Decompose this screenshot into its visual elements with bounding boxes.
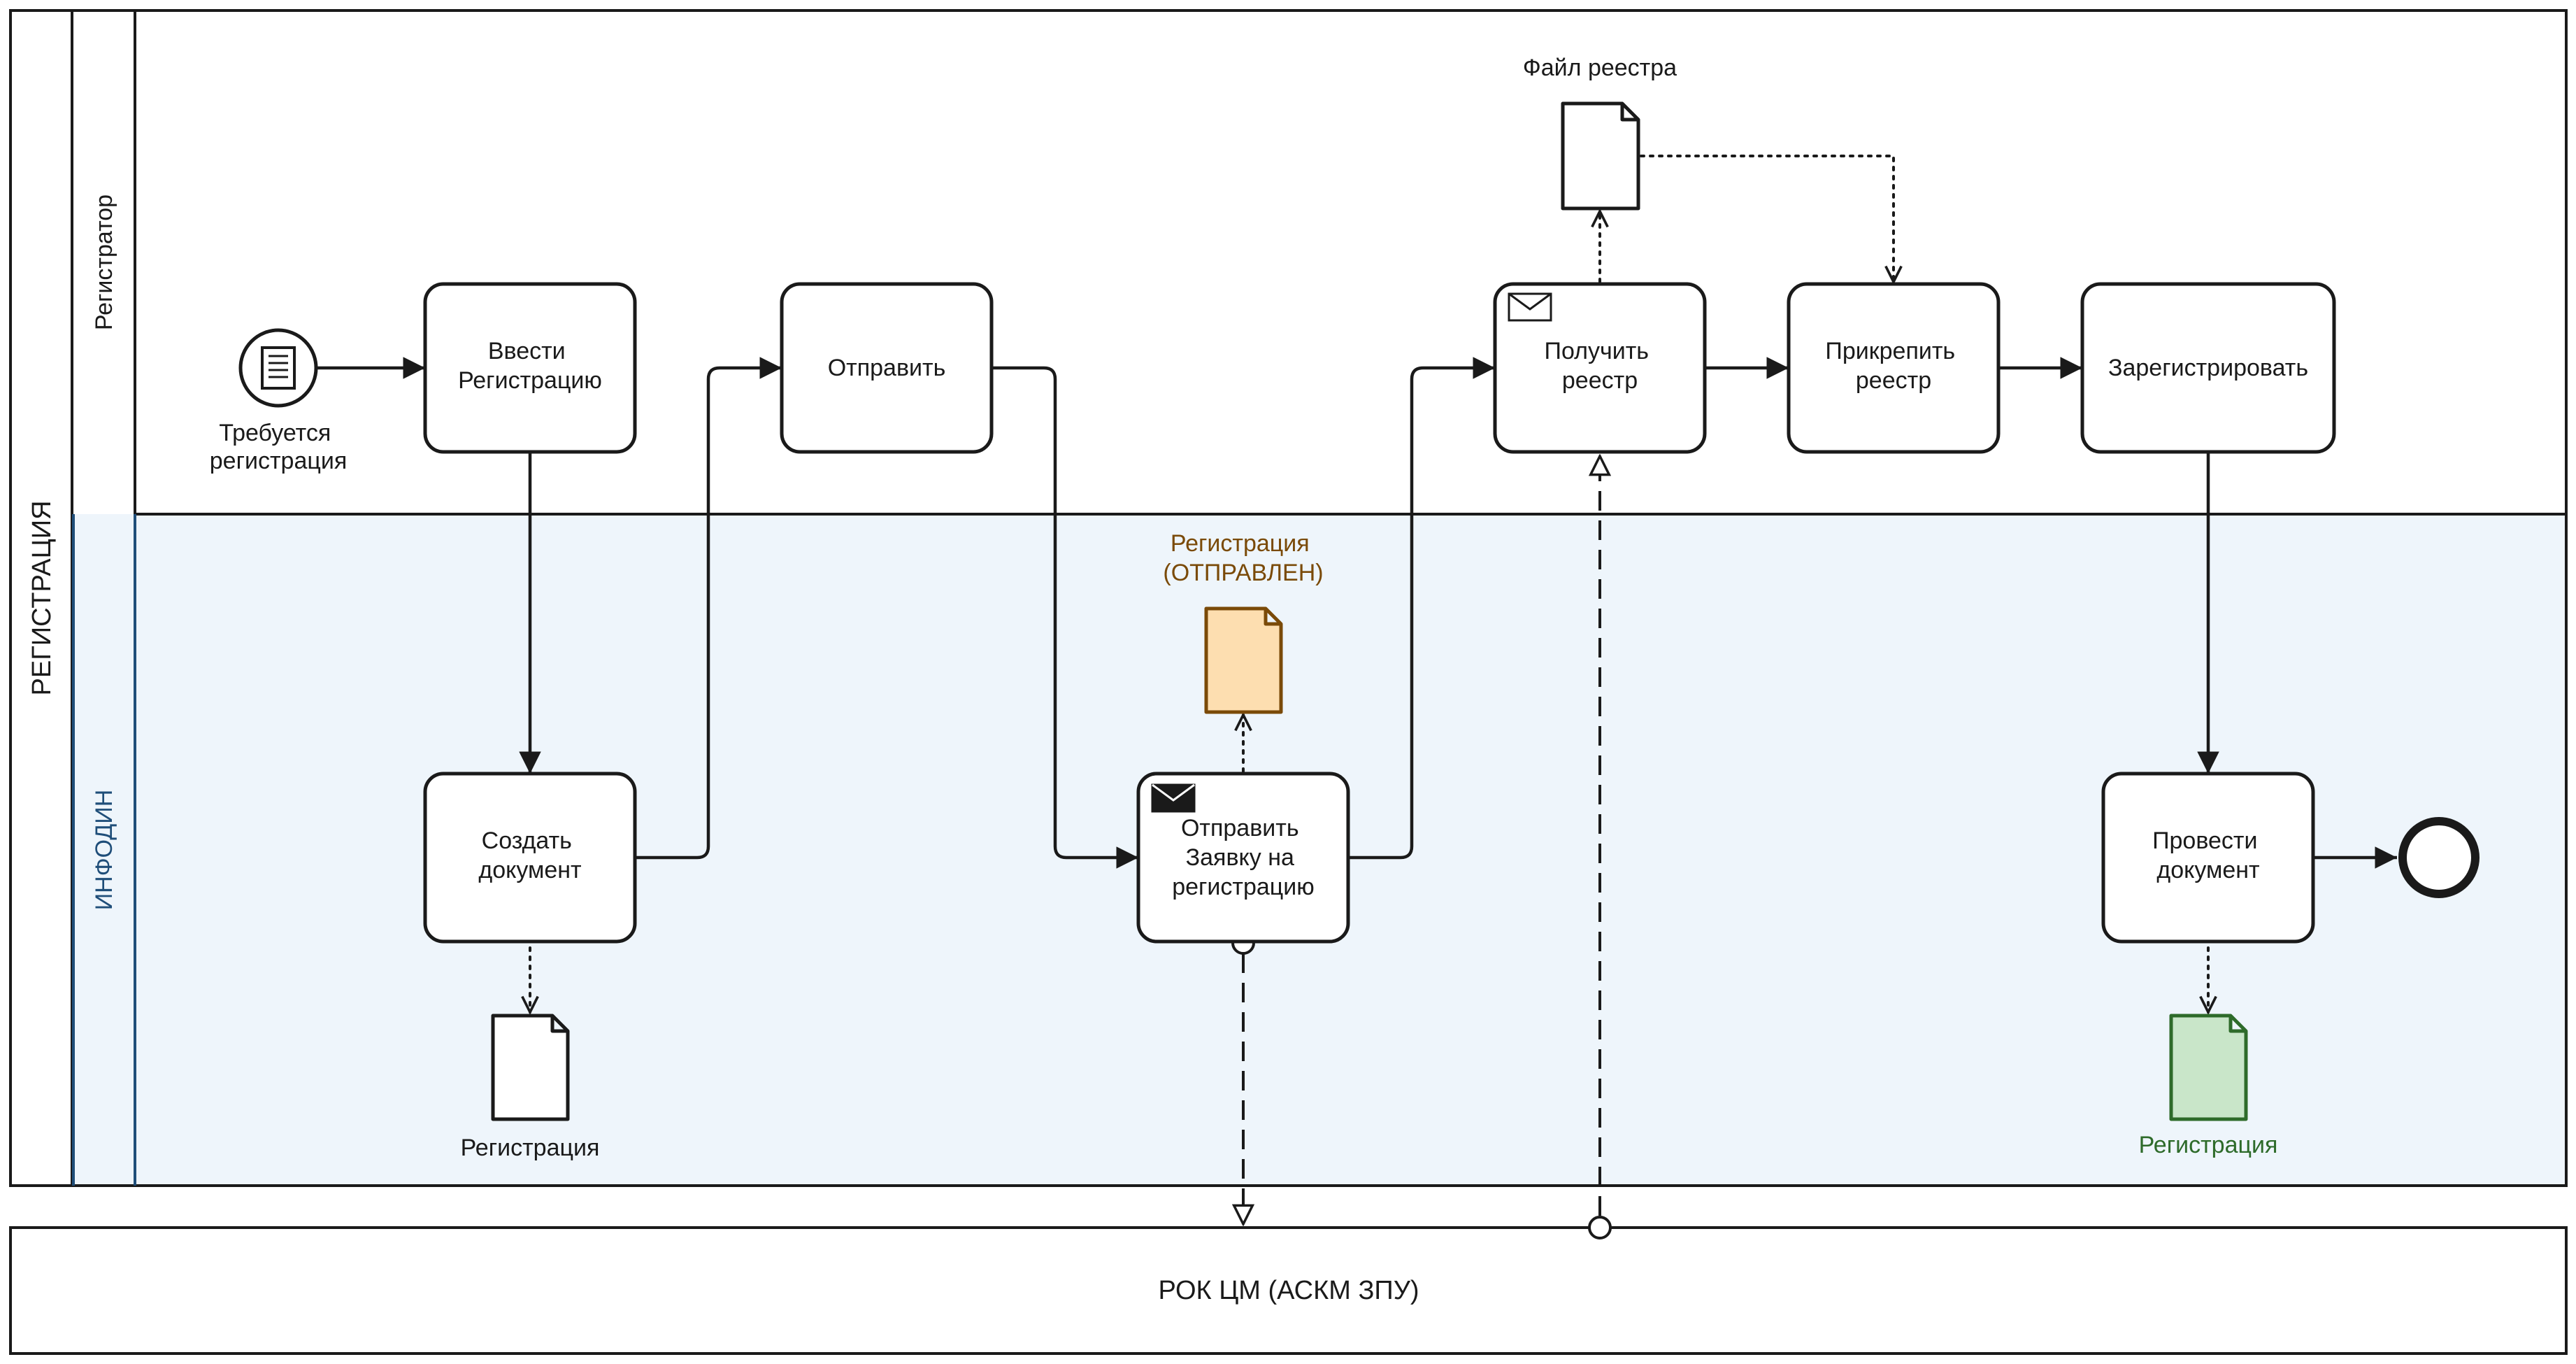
data-object-registration-sent[interactable]: Регистрация (ОТПРАВЛЕН)	[1163, 530, 1324, 714]
task-label-line-2: документ	[478, 857, 581, 883]
start-event-label-line-1: Требуется	[219, 420, 331, 446]
task-box	[1787, 282, 2001, 454]
end-event-icon	[2398, 817, 2480, 898]
document-icon	[1204, 606, 1283, 714]
task-send-application[interactable]: Отправить Заявку на регистрацию	[1136, 772, 1350, 944]
message-flow-source-rok	[1588, 1216, 1612, 1239]
task-send[interactable]: Отправить	[780, 282, 994, 454]
task-label-line-1: Получить	[1545, 338, 1649, 364]
flow-create-to-send[interactable]	[635, 357, 782, 860]
task-box	[1493, 282, 1707, 454]
task-box	[1136, 772, 1350, 944]
task-label: Прикрепить реестр	[1825, 338, 1961, 394]
external-pool-title: РОК ЦМ (АСКМ ЗПУ)	[1158, 1276, 1419, 1305]
task-label-line-1: Отправить	[828, 355, 946, 381]
task-label: Ввести Регистрацию	[458, 338, 602, 394]
task-box	[2080, 282, 2336, 454]
flow-send-app-to-receive[interactable]	[1348, 357, 1495, 860]
message-flows	[1243, 456, 1600, 1224]
task-label-line-2: реестр	[1856, 367, 1931, 394]
task-label-line-1: Прикрепить	[1825, 338, 1955, 364]
external-pool-frame	[9, 1226, 2568, 1355]
flow-send-to-send-app[interactable]	[992, 366, 1138, 869]
envelope-filled-icon	[1151, 783, 1196, 813]
task-label-line-2: документ	[2156, 857, 2259, 883]
task-register[interactable]: Зарегистрировать	[2080, 282, 2336, 454]
task-label: Создать документ	[478, 827, 581, 883]
task-label-line-2: Регистрацию	[458, 367, 602, 394]
task-label-line-1: Зарегистрировать	[2108, 355, 2308, 381]
data-object-registration-done[interactable]: Регистрация	[2139, 1014, 2278, 1158]
document-icon	[2169, 1014, 2248, 1121]
lane-title-registrator: Регистратор	[91, 194, 117, 330]
task-label-line-1: Отправить	[1181, 815, 1299, 841]
sequence-flows	[316, 357, 2397, 869]
start-event-label-line-2: регистрация	[210, 448, 347, 474]
assoc-registry-file-to-attach[interactable]	[1640, 155, 1894, 282]
data-object-label: Регистрация (ОТПРАВЛЕН)	[1163, 530, 1323, 586]
document-icon	[491, 1014, 570, 1121]
start-event-registration-required[interactable]: Требуется регистрация	[210, 328, 347, 474]
data-object-registry-file[interactable]: Файл реестра	[1523, 55, 1677, 211]
data-object-label-line-2: (ОТПРАВЛЕН)	[1163, 560, 1323, 586]
pool-external: РОК ЦМ (АСКМ ЗПУ)	[9, 1226, 2568, 1355]
pool-title: РЕГИСТРАЦИЯ	[27, 501, 57, 696]
task-create-document[interactable]: Создать документ	[423, 772, 637, 944]
pool-frame	[9, 9, 2568, 1187]
task-box	[780, 282, 994, 454]
pool-registration: РЕГИСТРАЦИЯ Регистратор ИНФОДИН	[9, 9, 2568, 1187]
task-label-line-1: Создать	[482, 827, 572, 854]
task-label-line-3: регистрацию	[1172, 874, 1315, 900]
data-object-label: Регистрация	[2139, 1132, 2278, 1158]
data-associations	[530, 155, 2208, 1012]
task-label-line-1: Провести	[2152, 827, 2257, 854]
document-icon	[1561, 101, 1640, 211]
data-object-label: Регистрация	[461, 1135, 600, 1161]
task-label-line-2: реестр	[1562, 367, 1638, 394]
data-object-registration-doc[interactable]: Регистрация	[461, 1014, 600, 1161]
data-object-label: Файл реестра	[1523, 55, 1677, 81]
task-receive-registry[interactable]: Получить реестр	[1493, 282, 1707, 454]
task-label: Отправить	[828, 355, 946, 381]
end-event[interactable]	[2398, 817, 2480, 898]
task-label-line-2: Заявку на	[1186, 844, 1294, 871]
task-enter-registration[interactable]: Ввести Регистрацию	[423, 282, 637, 454]
task-label: Провести документ	[2152, 827, 2264, 883]
task-post-document[interactable]: Провести документ	[2101, 772, 2315, 944]
envelope-outline-icon	[1508, 292, 1552, 322]
task-box	[423, 772, 637, 944]
conditional-event-icon	[261, 346, 296, 390]
start-event-label: Требуется регистрация	[210, 420, 347, 474]
lane-title-infodin: ИНФОДИН	[91, 790, 117, 911]
data-object-label-line-1: Регистрация	[1171, 530, 1310, 557]
task-label: Зарегистрировать	[2108, 355, 2308, 381]
task-attach-registry[interactable]: Прикрепить реестр	[1787, 282, 2001, 454]
task-label: Отправить Заявку на регистрацию	[1172, 815, 1315, 900]
task-box	[2101, 772, 2315, 944]
task-label-line-1: Ввести	[488, 338, 566, 364]
task-box	[423, 282, 637, 454]
task-label: Получить реестр	[1545, 338, 1656, 394]
